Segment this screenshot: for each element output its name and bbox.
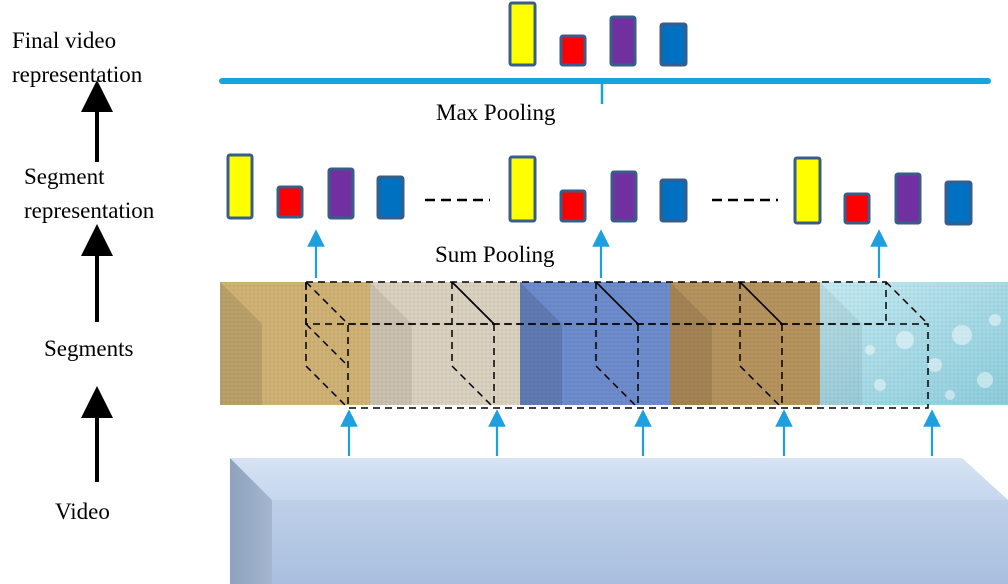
- segment-representation-label: Segment representation: [24, 160, 154, 228]
- max-pooling-label: Max Pooling: [436, 100, 556, 125]
- segment-rep-group-3: [793, 156, 973, 226]
- feature-bar-purple: [610, 170, 638, 223]
- feature-bar-blue: [659, 22, 688, 67]
- segment-label-line1: Segment: [24, 164, 105, 189]
- feature-bar-yellow: [226, 153, 254, 220]
- feature-bar-purple: [609, 15, 637, 67]
- final-video-representation-label: Final video representation: [12, 24, 142, 92]
- sum-pooling-arrows: [307, 229, 888, 278]
- feature-bar-red: [559, 34, 587, 67]
- feature-bar-red: [559, 189, 587, 223]
- segment-rep-group-1: [226, 153, 405, 220]
- feature-bar-yellow: [508, 155, 537, 223]
- feature-bar-yellow: [508, 1, 537, 67]
- feature-bar-purple: [894, 172, 922, 225]
- final-label-line1: Final video: [12, 28, 117, 53]
- sum-pooling-label: Sum Pooling: [435, 242, 555, 267]
- feature-bar-purple: [327, 167, 355, 220]
- video-label: Video: [55, 499, 110, 524]
- video-to-segment-arrows: [340, 409, 941, 456]
- feature-bar-yellow: [793, 156, 822, 225]
- segment-rep-group-2: [508, 155, 688, 223]
- feature-bar-blue: [376, 175, 405, 220]
- segment-label-line2: representation: [24, 198, 155, 223]
- final-representation-group: [508, 1, 688, 67]
- feature-bar-red: [843, 192, 871, 225]
- feature-bar-blue: [659, 178, 688, 223]
- feature-bar-blue: [944, 180, 973, 226]
- feature-bar-red: [276, 185, 304, 219]
- video-block: [230, 458, 1008, 584]
- segments-label: Segments: [44, 336, 134, 361]
- final-label-line2: representation: [12, 62, 143, 87]
- segments-block: [220, 282, 1008, 405]
